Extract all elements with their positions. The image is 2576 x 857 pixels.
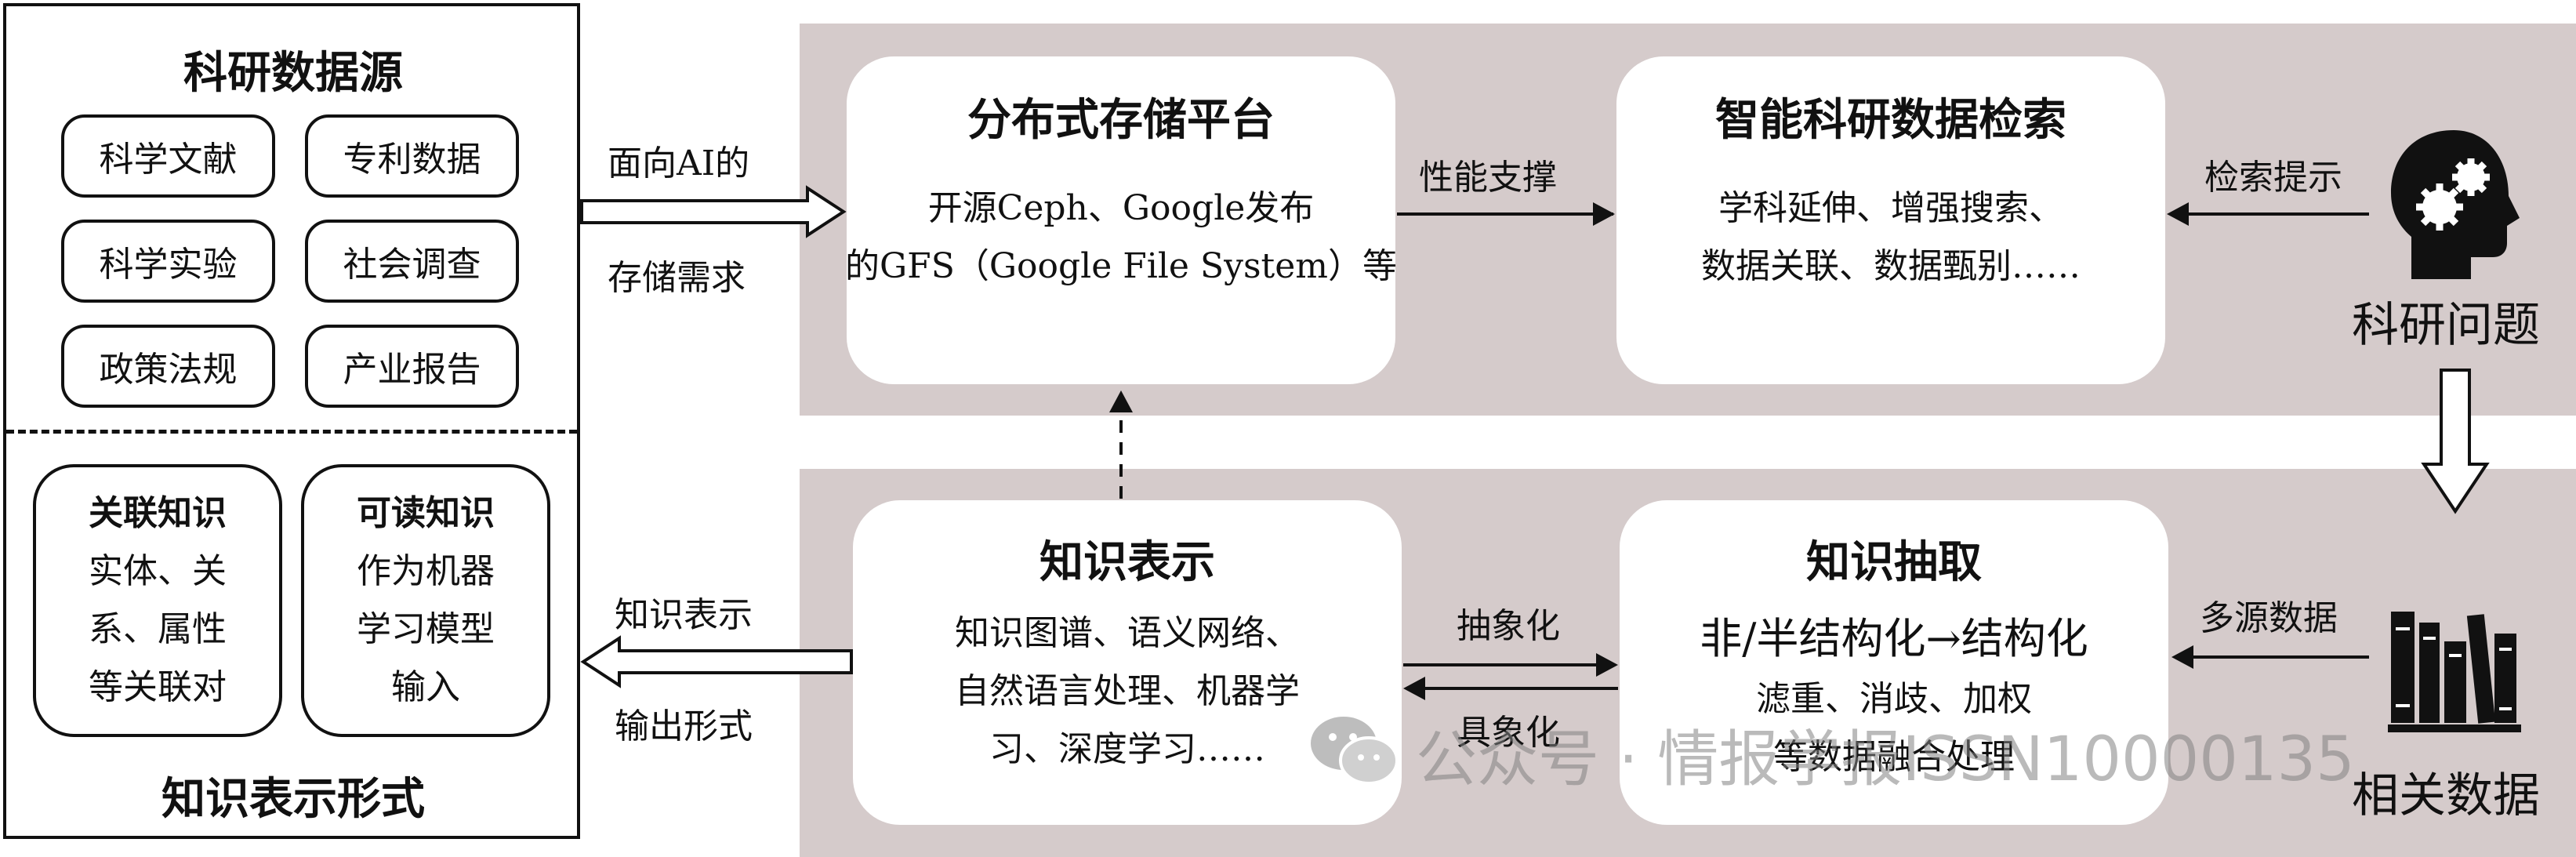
knowledge-representation-line: 习、深度学习…… — [989, 729, 1265, 769]
storage-need-label: 面向AI的 — [608, 143, 750, 183]
representation-to-storage-arrow-head — [1109, 390, 1133, 412]
readable-knowledge-line: 作为机器 — [357, 551, 495, 591]
wechat-icon — [1311, 717, 1399, 785]
source-item-survey: 社会调查 — [305, 220, 519, 303]
data-retrieval-line: 学科延伸、增强搜索、 — [1718, 188, 2063, 228]
source-item-policy: 政策法规 — [61, 325, 275, 408]
knowledge-extraction-card: 知识抽取 非/半结构化→结构化 滤重、消歧、加权 等数据融合处理 — [1620, 500, 2168, 825]
abstraction-arrow-head — [1596, 653, 1618, 677]
sources-title: 科研数据源 — [183, 48, 403, 99]
source-item-literature: 科学文献 — [61, 114, 275, 198]
head-gears-icon — [2391, 130, 2520, 279]
forms-title: 知识表示形式 — [161, 774, 425, 825]
data-retrieval-card: 智能科研数据检索 学科延伸、增强搜索、 数据关联、数据甄别…… — [1616, 56, 2165, 384]
research-question-label: 科研问题 — [2352, 298, 2540, 353]
concretization-label: 具象化 — [1457, 713, 1560, 753]
performance-label: 性能支撑 — [1419, 158, 1557, 198]
linked-knowledge-line: 实体、关 — [89, 551, 227, 591]
linked-knowledge-head: 关联知识 — [89, 493, 227, 533]
panel-divider — [6, 430, 577, 434]
multi-source-label: 多源数据 — [2200, 598, 2338, 638]
source-item-industry: 产业报告 — [305, 325, 519, 408]
search-hint-label: 检索提示 — [2204, 158, 2342, 198]
abstraction-label: 抽象化 — [1457, 606, 1560, 646]
knowledge-extraction-title: 知识抽取 — [1806, 537, 1982, 588]
data-retrieval-line: 数据关联、数据甄别…… — [1701, 246, 2081, 286]
question-to-data-arrow — [2421, 369, 2490, 514]
search-hint-arrow-head — [2167, 202, 2189, 226]
concretization-arrow-head — [1403, 677, 1425, 700]
readable-knowledge-head: 可读知识 — [357, 493, 495, 533]
related-data-label: 相关数据 — [2352, 768, 2540, 823]
storage-platform-title: 分布式存储平台 — [967, 95, 1275, 146]
performance-arrow-head — [1593, 202, 1615, 226]
knowledge-representation-card: 知识表示 知识图谱、语义网络、 自然语言处理、机器学 习、深度学习…… — [853, 500, 1402, 825]
storage-need-label: 存储需求 — [608, 258, 746, 298]
source-item-patent: 专利数据 — [305, 114, 519, 198]
multi-source-arrow-head — [2171, 645, 2193, 669]
books-icon — [2388, 612, 2521, 732]
storage-platform-line: 的GFS（Google File System）等 — [845, 246, 1397, 286]
storage-need-arrow — [580, 185, 847, 238]
linked-knowledge-line: 等关联对 — [89, 667, 227, 707]
output-form-arrow — [580, 635, 853, 688]
source-item-experiment: 科学实验 — [61, 220, 275, 303]
linked-knowledge-box: 关联知识 实体、关 系、属性 等关联对 — [33, 464, 282, 737]
knowledge-representation-title: 知识表示 — [1039, 537, 1215, 588]
output-form-label: 输出形式 — [615, 706, 753, 746]
knowledge-extraction-main: 非/半结构化→结构化 — [1700, 614, 2088, 663]
readable-knowledge-line: 输入 — [391, 667, 460, 707]
knowledge-representation-line: 自然语言处理、机器学 — [955, 671, 1300, 711]
readable-knowledge-box: 可读知识 作为机器 学习模型 输入 — [301, 464, 550, 737]
output-form-label: 知识表示 — [615, 595, 753, 635]
knowledge-extraction-line: 滤重、消歧、加权 — [1756, 679, 2032, 719]
knowledge-representation-line: 知识图谱、语义网络、 — [955, 613, 1300, 653]
storage-platform-line: 开源Ceph、Google发布 — [927, 188, 1315, 228]
readable-knowledge-line: 学习模型 — [357, 609, 495, 649]
knowledge-extraction-line: 等数据融合处理 — [1773, 737, 2015, 777]
data-retrieval-title: 智能科研数据检索 — [1715, 95, 2066, 146]
storage-platform-card: 分布式存储平台 开源Ceph、Google发布 的GFS（Google File… — [845, 56, 1397, 384]
watermark-text: 公众号 · 情报学报ISSN10000135 — [1416, 724, 2355, 795]
linked-knowledge-line: 系、属性 — [89, 609, 227, 649]
